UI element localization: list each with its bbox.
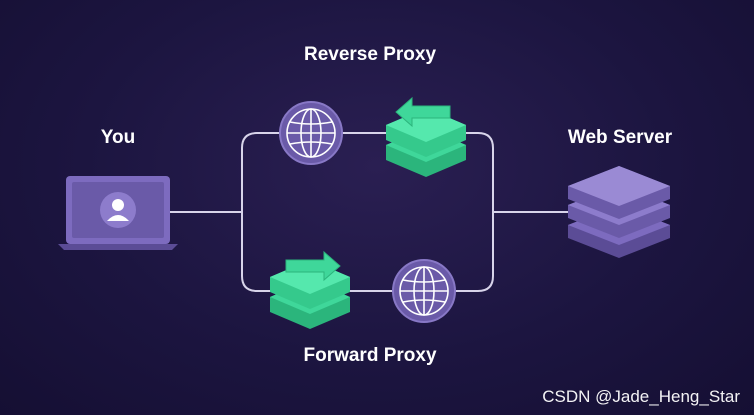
reverse-proxy-icon xyxy=(386,96,466,177)
connection-lines xyxy=(168,132,568,292)
reverse-proxy-label: Reverse Proxy xyxy=(303,44,437,65)
server-stack-icon xyxy=(568,166,670,258)
laptop-user-icon xyxy=(58,176,178,250)
forward-proxy-label: Forward Proxy xyxy=(303,345,437,366)
watermark: CSDN @Jade_Heng_Star xyxy=(542,387,740,406)
forward-proxy-icon xyxy=(270,250,350,329)
web-server-label: Web Server xyxy=(567,127,673,148)
globe-icon xyxy=(392,259,456,323)
you-label: You xyxy=(100,127,136,148)
globe-icon xyxy=(279,101,343,165)
